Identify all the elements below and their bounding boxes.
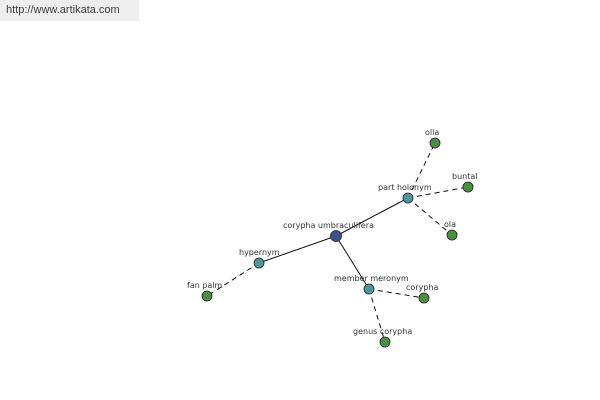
- label-corypha: corypha: [406, 283, 438, 292]
- labels-layer: corypha umbraculifera part holonym hyperny…: [187, 128, 477, 336]
- source-url: http://www.artikata.com: [0, 0, 139, 21]
- label-ola: ola: [444, 220, 456, 229]
- label-hypernym: hypernym: [239, 248, 280, 257]
- edge-center-to-member-meronym: [335, 235, 370, 290]
- edge-part-holonym-to-ola: [407, 197, 453, 236]
- label-genus-corypha: genus corypha: [353, 327, 412, 336]
- node-ola[interactable]: [446, 229, 458, 241]
- nodes-layer: [201, 137, 474, 348]
- node-olla[interactable]: [429, 137, 441, 149]
- label-member-meronym: member meronym: [334, 274, 409, 283]
- edge-part-holonym-to-buntal: [407, 186, 469, 199]
- edge-member-meronym-to-corypha: [368, 288, 425, 299]
- edge-center-to-part-holonym: [335, 197, 409, 237]
- edge-part-holonym-to-olla: [407, 142, 436, 199]
- label-part-holonym: part holonym: [378, 183, 432, 192]
- label-olla: olla: [425, 128, 439, 137]
- edge-center-to-hypernym: [258, 235, 337, 264]
- node-hypernym[interactable]: [253, 257, 265, 269]
- node-center[interactable]: [330, 230, 342, 242]
- node-genus-corypha[interactable]: [379, 336, 391, 348]
- label-center: corypha umbraculifera: [283, 221, 374, 230]
- node-corypha[interactable]: [418, 292, 430, 304]
- label-buntal: buntal: [452, 172, 477, 181]
- node-fan-palm[interactable]: [201, 290, 213, 302]
- node-member-meronym[interactable]: [363, 283, 375, 295]
- node-buntal[interactable]: [462, 181, 474, 193]
- node-part-holonym[interactable]: [402, 192, 414, 204]
- label-fan-palm: fan palm: [187, 281, 223, 290]
- edge-member-meronym-to-genus-corypha: [368, 288, 386, 343]
- edge-hypernym-to-fan-palm: [206, 262, 260, 297]
- edges-layer: [206, 142, 469, 343]
